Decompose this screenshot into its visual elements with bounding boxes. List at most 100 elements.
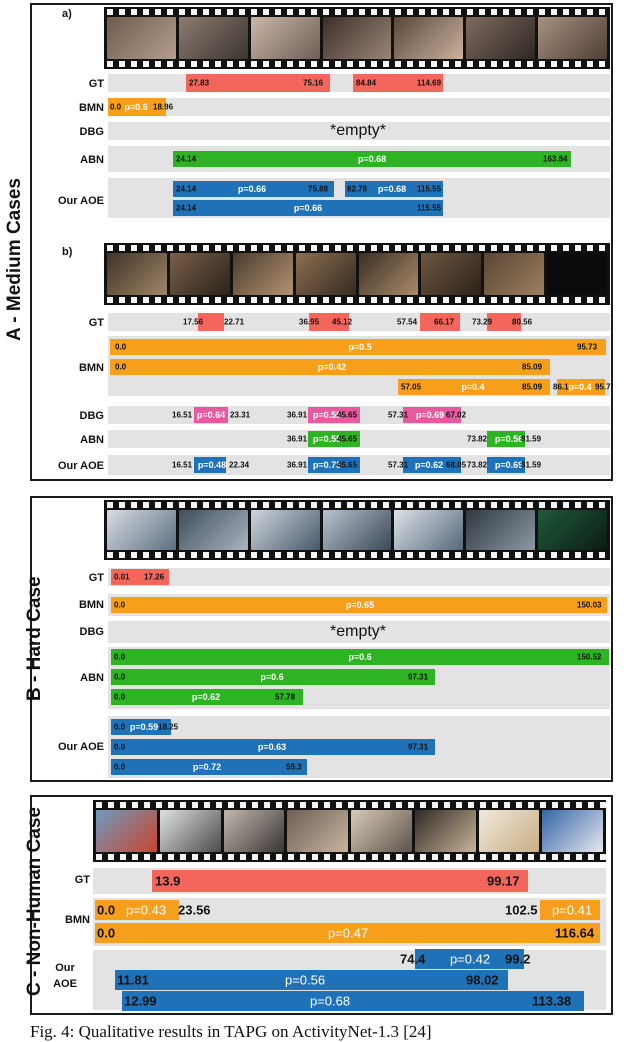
b-gt-2-start: 36.95 <box>299 317 320 327</box>
b-aoe-4-prob: p=0.69 <box>494 460 524 470</box>
a-gt-label: GT <box>88 78 104 90</box>
hard-aoe-seg-3 <box>111 759 307 775</box>
a-aoe-2-end: 115.55 <box>417 184 442 194</box>
b-aoe-2-end: 45.65 <box>337 460 358 470</box>
hard-gt-label: GT <box>88 572 104 584</box>
b-dbg-seg-2 <box>308 407 360 423</box>
hard-aoe-2-end: 97.31 <box>408 742 429 752</box>
nh-aoe-1-prob: p=0.42 <box>449 951 491 967</box>
b-aoe-seg-4 <box>487 457 525 473</box>
b-bmn-seg-3b <box>557 379 605 395</box>
nh-bmn-1a-end: 23.56 <box>178 902 211 918</box>
hard-abn-label: ABN <box>80 672 104 684</box>
hard-abn-seg-1 <box>111 649 609 665</box>
nh-aoe-3-start: 12.99 <box>124 993 157 1009</box>
nh-bmn-seg-1a <box>95 900 179 920</box>
hard-aoe-3-prob: p=0.72 <box>192 762 222 772</box>
a-aoe-1-start: 24.14 <box>176 184 197 194</box>
b-aoe-1-end: 22.34 <box>229 460 250 470</box>
a-gt-1-start: 27.83 <box>189 78 210 88</box>
a-abn-seg <box>173 151 571 167</box>
hard-gt-end: 17.26 <box>144 572 165 582</box>
b-dbg-seg-1 <box>194 407 228 423</box>
b-bmn-2-end: 85.09 <box>522 362 543 372</box>
hard-abn-3-start: 0.0 <box>114 692 126 702</box>
a-bmn-start: 0.0 <box>110 102 122 112</box>
b-gt-4-end: 80.56 <box>512 317 533 327</box>
b-gt-seg-3 <box>420 313 460 331</box>
hard-gt-seg <box>111 569 169 585</box>
film-strip-non-human <box>93 800 606 862</box>
b-aoe-4-end: 81.59 <box>521 460 542 470</box>
b-dbg-3-end: 67.02 <box>446 410 467 420</box>
a-gt-seg-2 <box>353 74 443 92</box>
nh-aoe-seg-2 <box>115 970 508 990</box>
nh-bmn-1a-start: 0.0 <box>97 902 116 918</box>
hard-abn-2-start: 0.0 <box>114 672 126 682</box>
a-dbg-empty: *empty* <box>329 122 387 139</box>
hard-bmn-start: 0.0 <box>114 600 126 610</box>
hard-abn-1-prob: p=0.6 <box>348 652 372 662</box>
a-gt-1-end: 75.16 <box>303 78 324 88</box>
nh-aoe-seg-3 <box>122 991 584 1011</box>
film-strip-b <box>104 243 610 305</box>
b-bmn-seg-3a <box>398 379 550 395</box>
b-bmn-seg-2 <box>110 359 550 375</box>
nh-bmn-seg-2 <box>95 923 600 943</box>
b-bmn-1-end: 95.73 <box>577 342 598 352</box>
b-dbg-label: DBG <box>79 410 104 422</box>
nh-aoe-2-end: 98.02 <box>466 972 499 988</box>
a-abn-start: 24.14 <box>176 154 197 164</box>
nh-aoe-2-start: 11.81 <box>117 972 149 988</box>
a-aoe-label: Our AOE <box>57 195 104 207</box>
figure-caption: Fig. 4: Qualitative results in TAPG on A… <box>30 1022 432 1041</box>
b-aoe-3-end: 68.05 <box>446 460 467 470</box>
hard-gt-row <box>108 568 610 586</box>
hard-dbg-row <box>108 621 610 643</box>
nh-bmn-1a-prob: p=0.43 <box>125 902 167 918</box>
a-bmn-label: BMN <box>78 102 104 114</box>
hard-abn-3-end: 57.78 <box>275 692 296 702</box>
b-gt-3-end: 66.17 <box>434 317 455 327</box>
b-aoe-seg-1 <box>194 457 226 473</box>
b-abn-1-end: 45.65 <box>337 434 358 444</box>
hard-dbg-empty: *empty* <box>329 623 387 640</box>
nh-gt-label: GT <box>74 874 90 886</box>
nh-bmn-1b-prob: p=0.41 <box>551 902 593 918</box>
nh-aoe-3-prob: p=0.68 <box>309 993 351 1009</box>
panel-a-side-label: A - Medium Cases <box>4 178 25 341</box>
hard-aoe-3-end: 59.3 <box>286 762 302 772</box>
hard-aoe-seg-2 <box>111 739 435 755</box>
a-aoe-1-end: 75.88 <box>308 184 329 194</box>
a-dbg-row <box>108 122 610 140</box>
b-gt-seg-4 <box>487 313 521 331</box>
b-aoe-1-prob: p=0.48 <box>197 460 227 470</box>
nh-aoe-2-prob: p=0.56 <box>284 972 326 988</box>
hard-bmn-prob: p=0.65 <box>345 600 375 610</box>
b-aoe-4-start: 73.82 <box>467 460 488 470</box>
hard-aoe-seg-1 <box>111 719 171 735</box>
a-gt-2-end: 114.69 <box>417 78 442 88</box>
b-aoe-seg-2 <box>308 457 360 473</box>
b-aoe-3-start: 57.31 <box>388 460 409 470</box>
b-aoe-seg-3 <box>403 457 461 473</box>
b-gt-1-end: 22.71 <box>224 317 245 327</box>
a-dbg-label: DBG <box>79 126 104 138</box>
b-dbg-2-start: 36.91 <box>287 410 308 420</box>
a-gt-seg-1 <box>186 74 330 92</box>
a-aoe-2-prob: p=0.68 <box>377 184 407 194</box>
b-dbg-3-prob: p=0.69 <box>415 410 445 420</box>
hard-bmn-seg <box>111 597 607 613</box>
a-aoe-3-prob: p=0.66 <box>293 203 323 213</box>
a-abn-end: 163.84 <box>543 154 568 164</box>
hard-bmn-label: BMN <box>78 599 104 611</box>
hard-aoe-2-prob: p=0.63 <box>257 742 287 752</box>
a-aoe-2-start: 82.78 <box>347 184 368 194</box>
nh-aoe-label-1: Our <box>55 962 75 974</box>
b-aoe-1-start: 16.51 <box>172 460 193 470</box>
b-bmn-3a-end: 85.09 <box>522 382 543 392</box>
nh-aoe-label-2: AOE <box>53 978 77 990</box>
b-dbg-1-prob: p=0.64 <box>196 410 226 420</box>
b-abn-seg-1 <box>308 431 360 447</box>
nh-gt-seg <box>152 870 528 892</box>
